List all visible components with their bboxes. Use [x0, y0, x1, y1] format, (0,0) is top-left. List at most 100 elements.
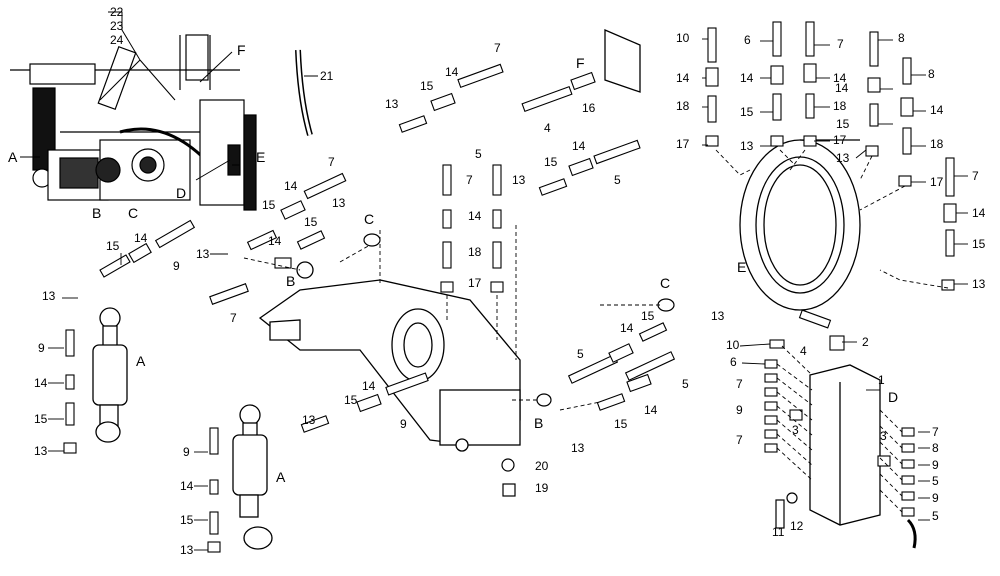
callout-p18: 18: [833, 99, 847, 113]
callout-p15: 15: [106, 239, 120, 253]
callout-p7: 7: [466, 173, 473, 187]
inset-bracket: [29, 63, 96, 85]
inset-pivot-hub: [139, 156, 157, 174]
section-label-a: A: [136, 353, 146, 369]
callout-p18: 18: [468, 245, 482, 259]
inset-post-plate: [185, 34, 209, 81]
callout-p15: 15: [180, 513, 194, 527]
callout-p7: 7: [932, 425, 939, 439]
callout-p9: 9: [173, 259, 180, 273]
inset-slew-ring: [243, 114, 257, 211]
section-label-c: C: [660, 275, 670, 291]
bolt-19: [502, 483, 516, 497]
callout-p13: 13: [302, 413, 316, 427]
callout-p11: 11: [772, 525, 785, 539]
callout-p4: 4: [544, 121, 551, 135]
callout-p14: 14: [644, 403, 658, 417]
callout-p15: 15: [420, 79, 434, 93]
callout-p7: 7: [736, 377, 743, 391]
section-label-a: A: [276, 469, 286, 485]
section-label-e: E: [256, 149, 265, 165]
callout-p16: 16: [582, 101, 596, 115]
pins: [363, 233, 798, 529]
axle-right-mount: [439, 389, 521, 446]
callout-p2: 2: [862, 335, 869, 349]
callout-p14: 14: [972, 206, 986, 220]
washer-20: [501, 458, 515, 472]
callout-p5: 5: [577, 347, 584, 361]
callout-p13: 13: [196, 247, 210, 261]
bolt-11: [775, 499, 785, 529]
callout-p9: 9: [38, 341, 45, 355]
callout-p7: 7: [230, 311, 237, 325]
pin-b-lower: [536, 393, 552, 407]
callout-p9: 9: [932, 491, 939, 505]
callout-p14: 14: [34, 376, 48, 390]
callout-p3: 3: [792, 423, 799, 437]
callout-p9: 9: [183, 445, 190, 459]
callout-p15: 15: [641, 309, 655, 323]
section-label-a: A: [8, 149, 18, 165]
callout-p17: 17: [468, 276, 482, 290]
axle-lug-left: [296, 261, 314, 279]
callout-p13: 13: [836, 151, 850, 165]
callout-p13: 13: [571, 441, 585, 455]
callout-p1: 1: [878, 373, 885, 387]
callout-p13: 13: [180, 543, 194, 557]
callout-p13: 13: [385, 97, 399, 111]
callout-p15: 15: [304, 215, 318, 229]
callout-p5: 5: [614, 173, 621, 187]
callout-p15: 15: [262, 198, 276, 212]
callout-p10: 10: [726, 338, 740, 352]
callout-p13: 13: [34, 444, 48, 458]
callout-p14: 14: [445, 65, 459, 79]
mount-plate-f: [604, 29, 641, 93]
callout-p15: 15: [836, 117, 850, 131]
callout-p7: 7: [494, 41, 501, 55]
callout-p20: 20: [535, 459, 549, 473]
inset-pivot-left: [95, 157, 121, 183]
callout-p12: 12: [790, 519, 804, 533]
callout-p13: 13: [711, 309, 725, 323]
section-label-b: B: [286, 273, 295, 289]
callout-p5: 5: [932, 509, 939, 523]
inset-manifold: [227, 144, 241, 176]
callout-p7: 7: [328, 155, 335, 169]
callout-p15: 15: [614, 417, 628, 431]
callout-p3: 3: [880, 429, 887, 443]
callout-p22: 22: [110, 5, 124, 19]
section-label-d: D: [888, 389, 898, 405]
dashed-guides: [243, 149, 949, 513]
callout-p14: 14: [833, 71, 847, 85]
callout-p15: 15: [34, 412, 48, 426]
callout-p6: 6: [744, 33, 751, 47]
callout-p6: 6: [730, 355, 737, 369]
section-label-f: F: [576, 55, 585, 71]
callout-p5: 5: [932, 474, 939, 488]
callout-p4: 4: [800, 344, 807, 358]
callout-p10: 10: [676, 31, 690, 45]
callout-p18: 18: [930, 137, 944, 151]
section-label-d: D: [176, 185, 186, 201]
cylinder-a-bottom: [232, 404, 273, 550]
callout-p14: 14: [268, 234, 282, 248]
callout-p9: 9: [736, 403, 743, 417]
label-leaders: [48, 38, 968, 551]
callout-p13: 13: [972, 277, 986, 291]
callout-p15: 15: [740, 105, 754, 119]
callout-p13: 13: [512, 173, 526, 187]
callout-p15: 15: [544, 155, 558, 169]
washer-12: [786, 492, 798, 504]
callout-p23: 23: [110, 19, 124, 33]
callout-p15: 15: [972, 237, 986, 251]
callout-p14: 14: [180, 479, 194, 493]
callout-p13: 13: [332, 196, 346, 210]
callout-p17: 17: [833, 133, 847, 147]
callout-p14: 14: [362, 379, 376, 393]
axle-frame: [258, 261, 521, 452]
section-label-b: B: [534, 415, 543, 431]
callout-p5: 5: [475, 147, 482, 161]
callout-labels: 2223242171415134165714181713151457141515…: [8, 5, 986, 557]
callout-p15: 15: [344, 393, 358, 407]
